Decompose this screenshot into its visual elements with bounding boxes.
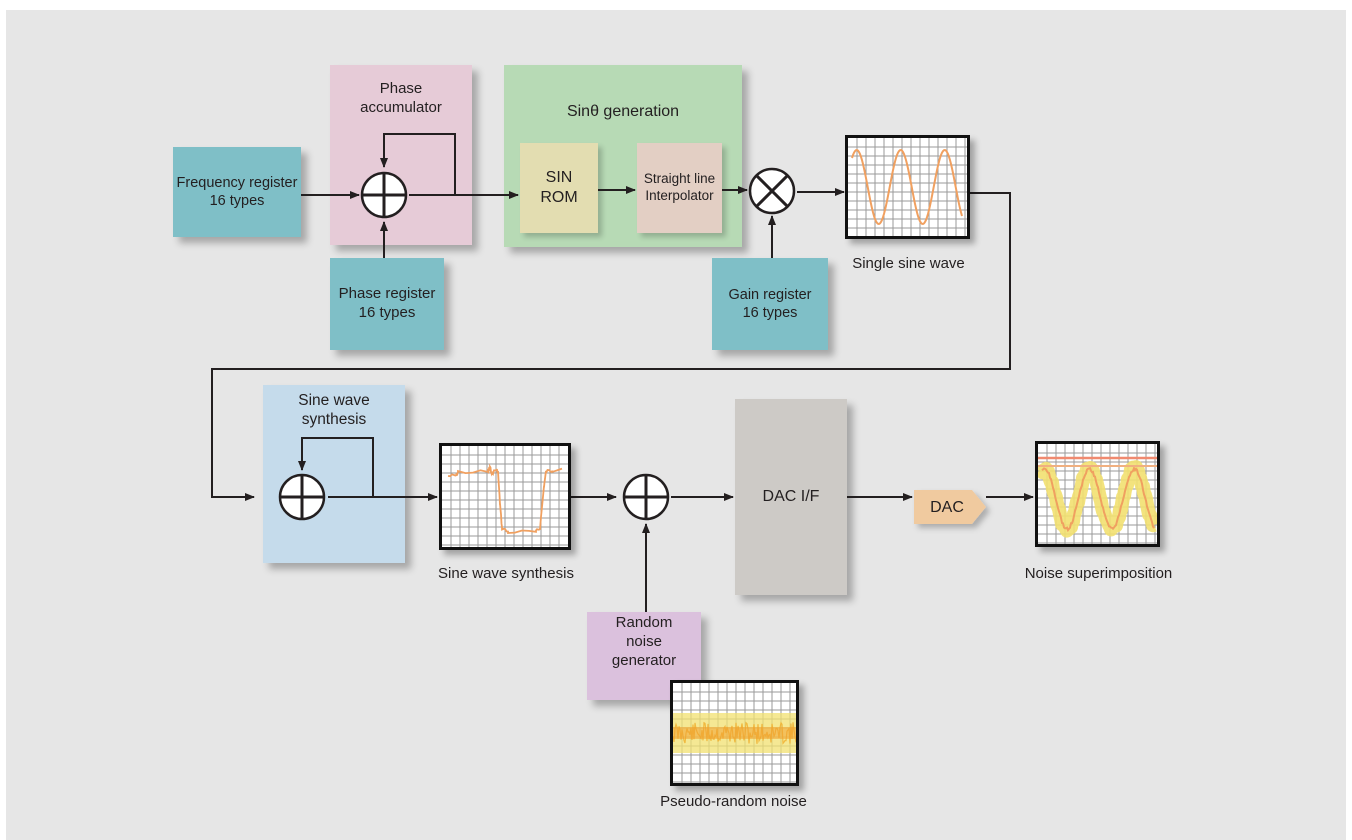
phase-accumulator-label: Phase accumulator [360,80,442,116]
synthesis-adder-icon [278,473,326,521]
sine-wave-synthesis-scope [439,443,571,550]
phase-adder-icon [360,171,408,219]
pseudo-random-noise-scope [670,680,799,786]
sine-wave-synthesis-group-label: Sine wave synthesis [298,392,370,429]
gain-multiplier-icon [748,167,796,215]
noise-adder-icon [622,473,670,521]
interpolator-block: Straight line Interpolator [637,143,722,233]
frequency-register-block: Frequency register 16 types [173,147,301,237]
diagram-canvas: Phase accumulator Sinθ generation Sine w… [6,10,1346,840]
signal-connectors [211,133,1034,612]
dac-if-block: DAC I/F [735,399,847,595]
noise-superimposition-caption: Noise superimposition [1024,565,1173,582]
gain-register-block: Gain register 16 types [712,258,828,350]
pseudo-random-noise-caption: Pseudo-random noise [660,793,807,810]
dac-label: DAC [930,499,964,516]
single-sine-wave-caption: Single sine wave [852,255,965,272]
single-sine-wave-scope [845,135,970,239]
phase-accumulator-group [330,65,472,245]
noise-superimposition-scope [1035,441,1160,547]
phase-register-block: Phase register 16 types [330,258,444,350]
sine-wave-synthesis-group [263,385,405,563]
sin-rom-block: SIN ROM [520,143,598,233]
sine-wave-synthesis-caption: Sine wave synthesis [438,565,574,582]
sin-generation-label: Sinθ generation [566,103,680,120]
